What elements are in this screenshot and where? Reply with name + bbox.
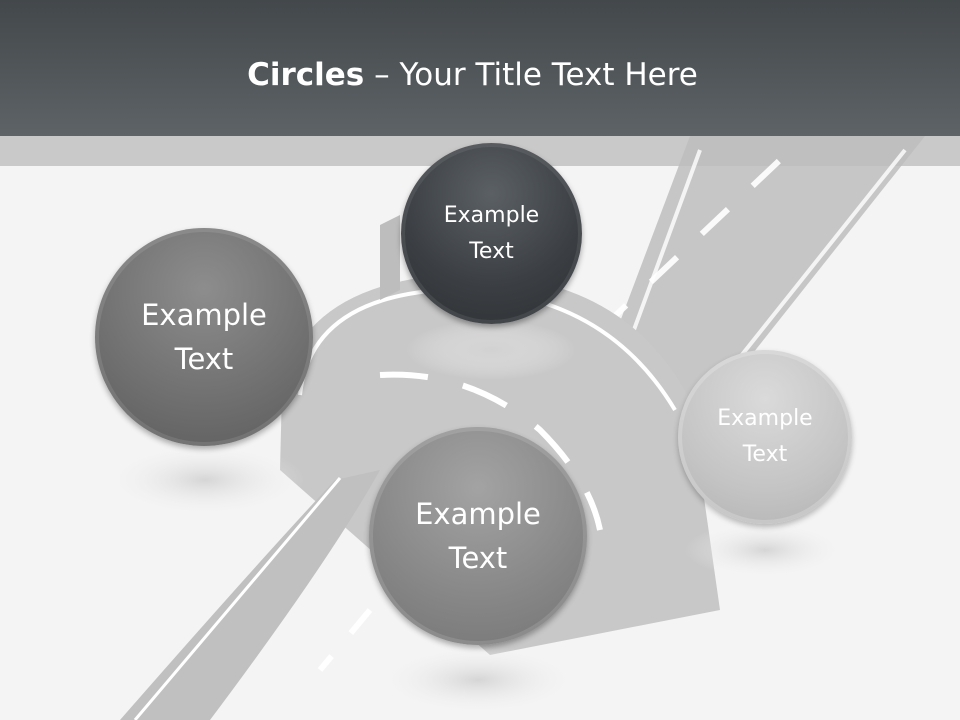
circle-left: Example Text bbox=[95, 228, 313, 446]
circle-left-line2: Text bbox=[174, 342, 234, 376]
circle-top-line1: Example bbox=[443, 202, 540, 228]
circle-left-line1: Example bbox=[141, 298, 267, 332]
circle-bottom-line2: Text bbox=[448, 541, 508, 575]
slide-title: Circles – Your Title Text Here bbox=[0, 52, 945, 98]
circle-right-line1: Example bbox=[717, 406, 813, 431]
circle-right: Example Text bbox=[678, 350, 852, 524]
circle-bottom: Example Text bbox=[369, 427, 587, 645]
title-bar bbox=[0, 0, 960, 136]
circle-top: Example Text bbox=[401, 143, 582, 324]
slide-title-bold: Circles bbox=[247, 57, 365, 93]
slide-title-rest: – Your Title Text Here bbox=[364, 57, 698, 93]
circle-top-line2: Text bbox=[469, 238, 514, 264]
circle-right-line2: Text bbox=[742, 442, 788, 467]
circle-bottom-line1: Example bbox=[415, 497, 541, 531]
